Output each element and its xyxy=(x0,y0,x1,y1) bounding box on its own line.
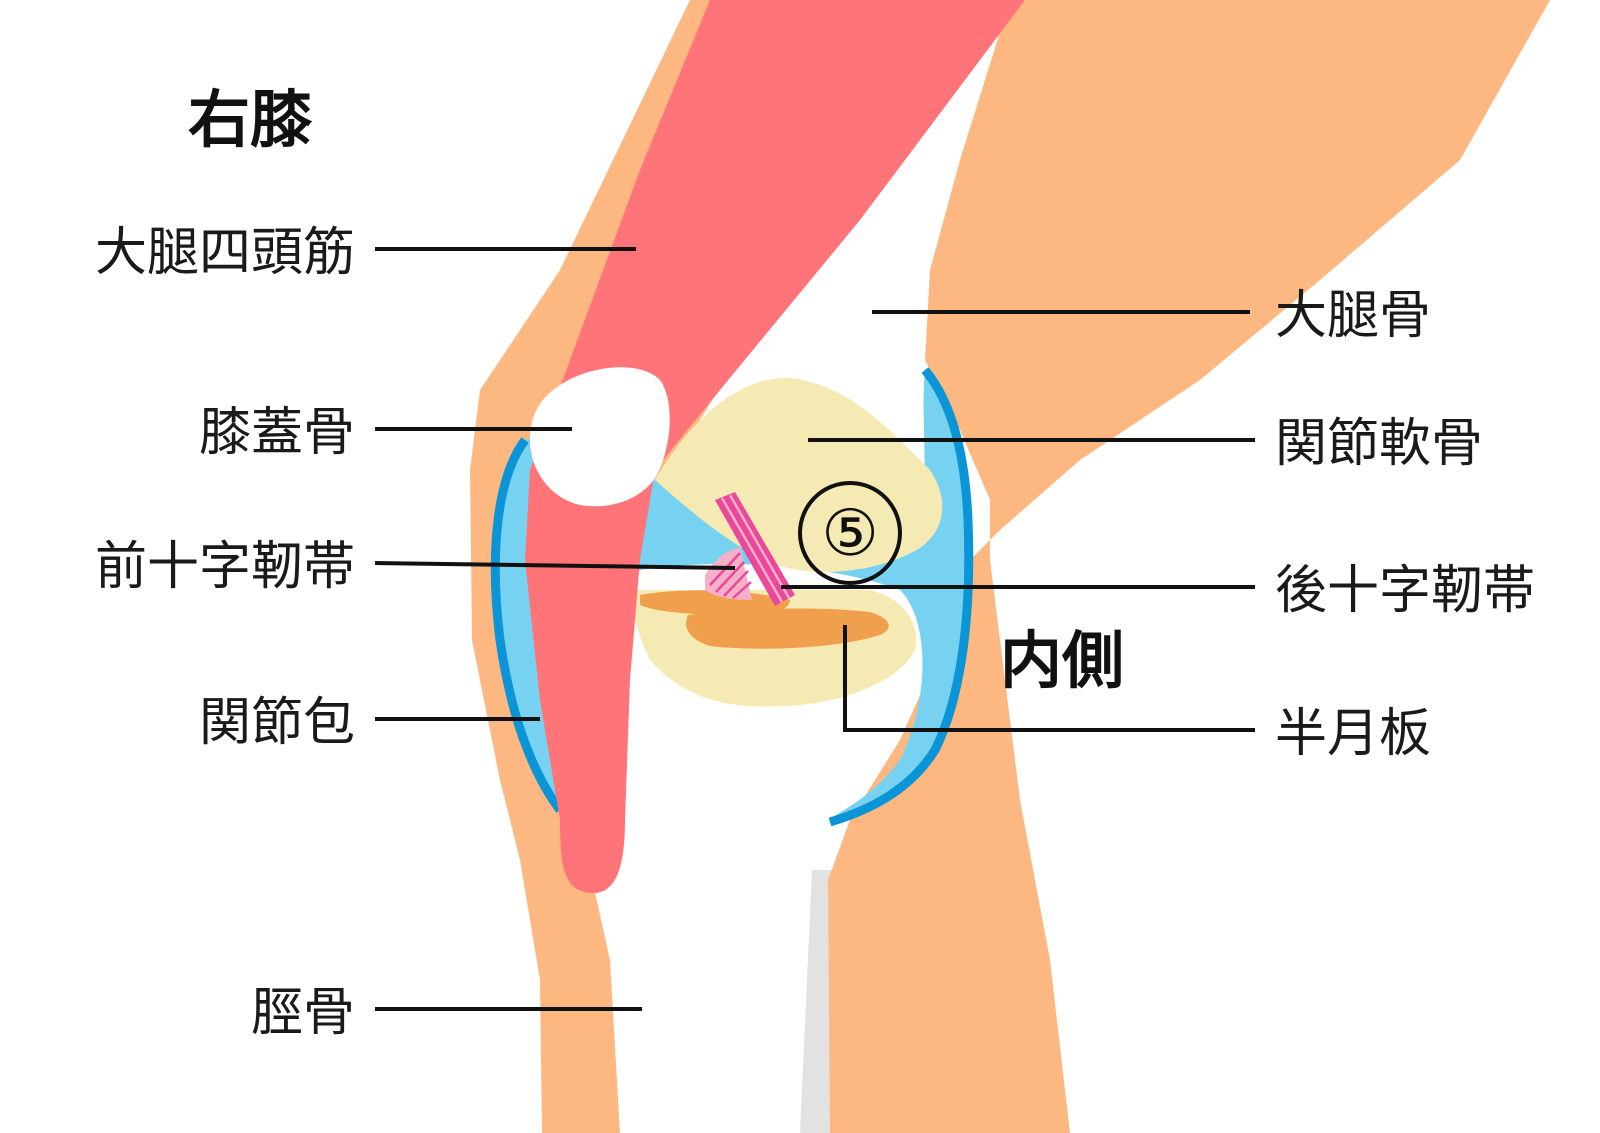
diagram-title: 右膝 xyxy=(188,83,313,156)
patella-bone xyxy=(530,367,670,507)
pcl-ligament xyxy=(715,492,795,606)
medial-side-label: 内側 xyxy=(1000,624,1124,697)
label-quadriceps: 大腿四頭筋 xyxy=(95,223,355,283)
label-meniscus: 半月板 xyxy=(1275,704,1431,764)
label-patella: 膝蓋骨 xyxy=(199,403,355,463)
label-tibia: 脛骨 xyxy=(251,983,355,1043)
joint-capsule-outline-anterior xyxy=(490,437,564,813)
label-femur: 大腿骨 xyxy=(1275,286,1431,346)
leader-meniscus xyxy=(843,625,1255,732)
label-acl: 前十字靭帯 xyxy=(95,537,355,597)
quadriceps-muscle xyxy=(525,0,1025,894)
anterior-leg-shape xyxy=(470,0,960,1133)
leader-acl xyxy=(374,561,736,570)
femoral-cartilage xyxy=(655,377,943,572)
label-cartilage: 関節軟骨 xyxy=(1275,414,1483,474)
marker-number: ⑤ xyxy=(821,497,878,571)
posterior-leg-shape xyxy=(828,0,1550,1133)
label-capsule: 関節包 xyxy=(199,693,355,753)
meniscus-medial xyxy=(686,608,889,649)
joint-capsule-outline-posterior xyxy=(828,367,974,827)
marker-circle xyxy=(798,481,902,585)
label-pcl: 後十字靭帯 xyxy=(1275,561,1535,621)
